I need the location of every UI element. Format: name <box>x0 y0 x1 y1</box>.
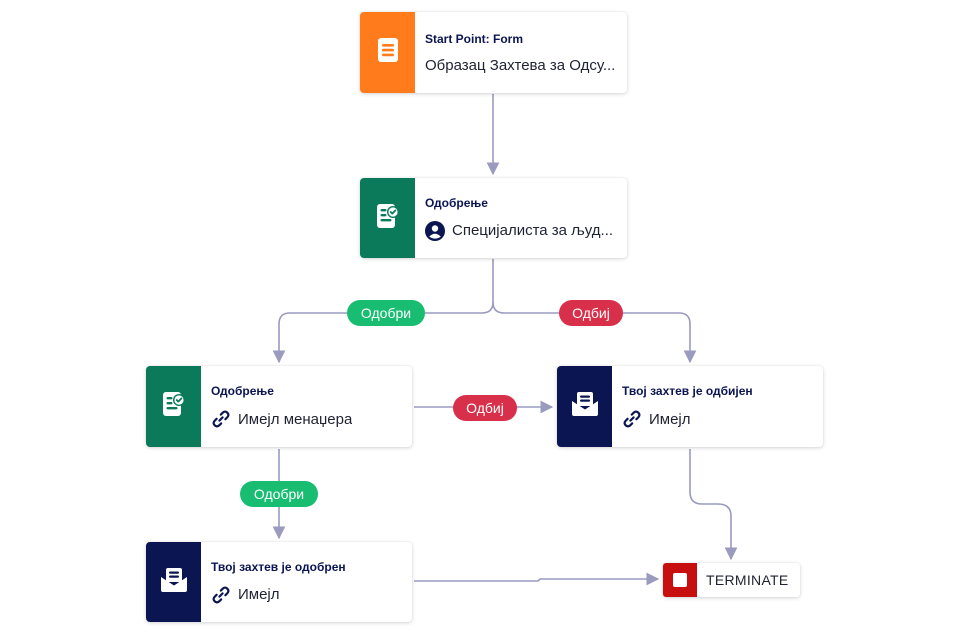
node-approval-hr[interactable]: Одобрење Специјалиста за људ... <box>360 178 627 258</box>
node-email-rejected-title: Твој захтев је одбијен <box>622 384 753 398</box>
link-icon <box>211 409 231 429</box>
edge-label-reject-hr[interactable]: Одбиј <box>559 300 623 326</box>
email-icon <box>160 567 188 598</box>
node-start-form[interactable]: Start Point: Form Образац Захтева за Одс… <box>360 12 627 93</box>
node-approval-manager-badge <box>146 366 201 447</box>
node-start-subtitle: Образац Захтева за Одсу... <box>425 56 616 74</box>
node-start-badge <box>360 12 415 93</box>
node-email-rejected-badge <box>557 366 612 447</box>
node-start-title: Start Point: Form <box>425 31 523 46</box>
link-icon <box>211 585 231 605</box>
node-approval-manager-subtitle: Имејл менаџера <box>238 410 353 428</box>
form-icon <box>377 37 399 68</box>
edge-label-reject-manager[interactable]: Одбиј <box>453 395 517 421</box>
edge-rejected-to-terminate <box>689 449 738 561</box>
terminate-icon <box>663 563 697 597</box>
node-email-approved[interactable]: Твој захтев је одобрен Имејл <box>146 542 412 622</box>
node-email-approved-badge <box>146 542 201 622</box>
email-icon <box>571 391 599 422</box>
node-email-rejected[interactable]: Твој захтев је одбијен Имејл <box>557 366 823 447</box>
node-email-rejected-subtitle: Имејл <box>649 410 691 428</box>
edge-label-approve-hr[interactable]: Одобри <box>347 300 425 326</box>
node-terminate[interactable]: TERMINATE <box>663 563 800 597</box>
approval-icon <box>161 391 187 422</box>
node-approval-manager-title: Одобрење <box>211 384 274 398</box>
edge-label-approve-manager[interactable]: Одобри <box>240 481 318 507</box>
node-email-approved-subtitle: Имејл <box>238 586 280 603</box>
edge-hr-reject <box>492 301 697 364</box>
edge-approved-to-terminate <box>414 572 660 586</box>
node-approval-manager[interactable]: Одобрење Имејл менаџера <box>146 366 412 447</box>
node-email-approved-title: Твој захтев је одобрен <box>211 559 346 574</box>
node-approval-hr-badge <box>360 178 415 258</box>
link-icon <box>622 409 642 429</box>
node-terminate-label: TERMINATE <box>706 572 789 588</box>
node-approval-hr-subtitle: Специјалиста за људ... <box>452 222 614 239</box>
node-approval-hr-title: Одобрење <box>425 195 488 210</box>
user-icon <box>425 220 445 241</box>
approval-icon <box>375 203 401 234</box>
